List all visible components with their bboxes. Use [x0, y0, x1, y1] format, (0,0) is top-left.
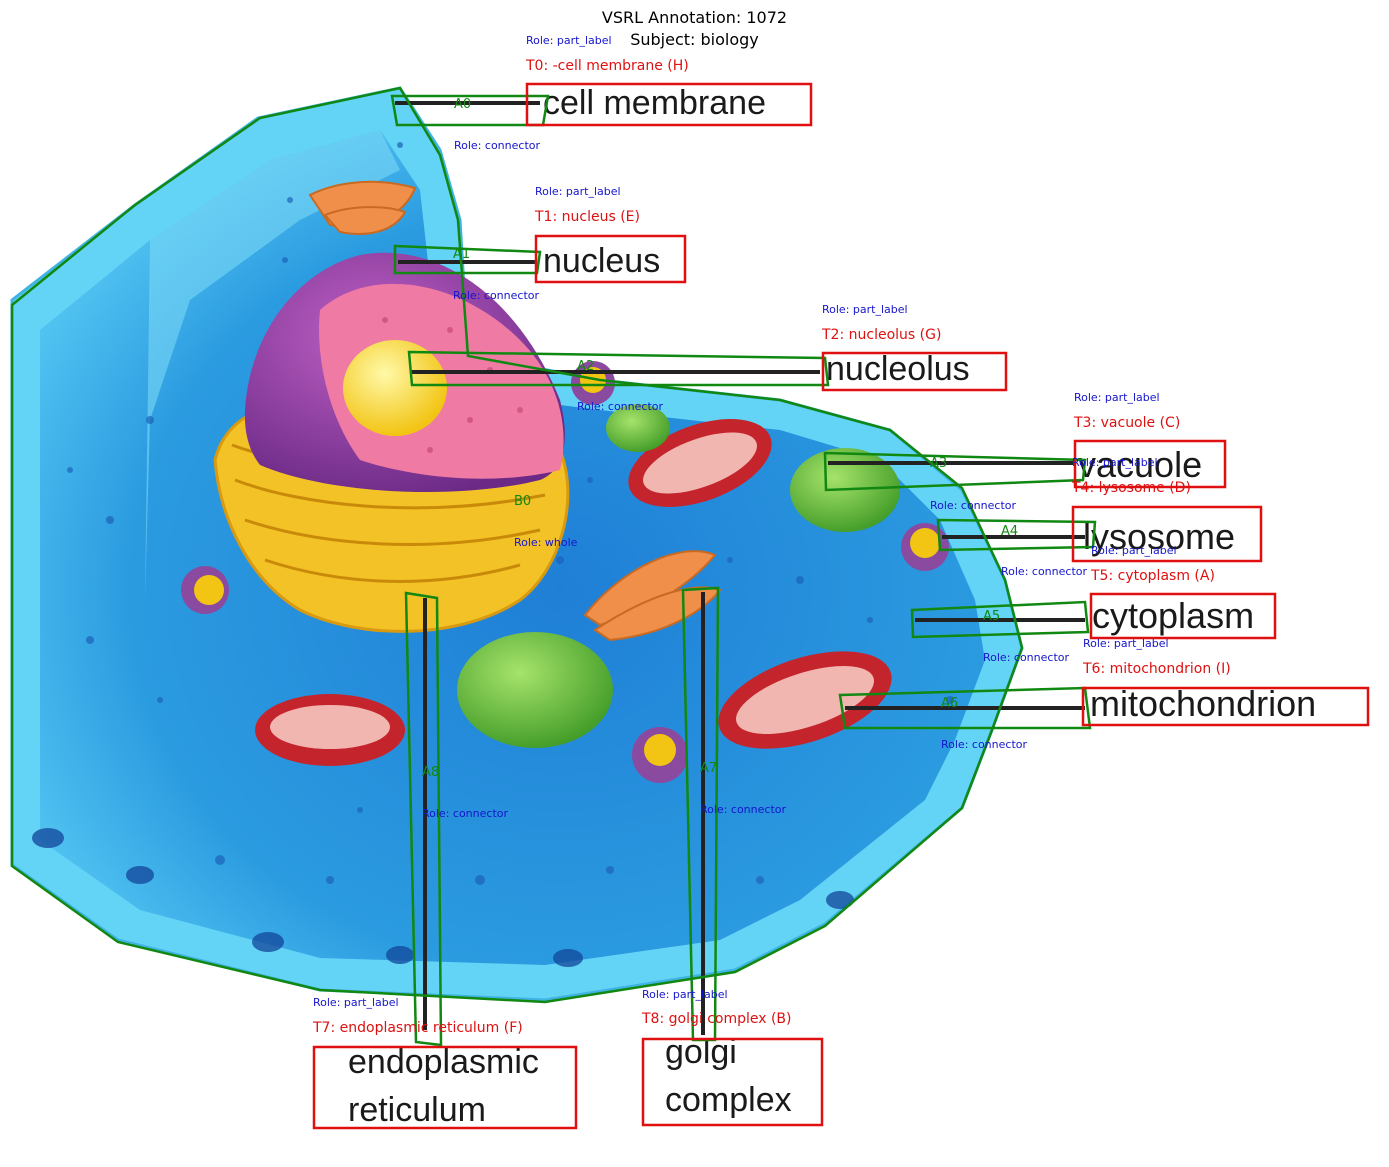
a6-role: Role: connector — [941, 738, 1027, 751]
a1-id: A1 — [453, 247, 470, 262]
img-label-er-1: endoplasmic — [348, 1043, 539, 1081]
header-subject: Subject: biology — [630, 30, 759, 49]
box-t0 — [525, 82, 813, 127]
t1-role: Role: part_label — [535, 185, 621, 198]
label-boxes — [312, 82, 1370, 1130]
img-label-cell-membrane: cell membrane — [543, 84, 766, 122]
region-a5 — [910, 600, 1090, 639]
a1-role: Role: connector — [453, 289, 539, 302]
connector-annotations: A0 Role: connector A1 Role: connector A2… — [422, 97, 1087, 820]
a7-id: A7 — [700, 761, 717, 776]
a2-role: Role: connector — [577, 400, 663, 413]
img-label-nucleolus: nucleolus — [826, 350, 970, 388]
cytoplasm-dots — [67, 142, 954, 885]
t5-label: T5: cytoplasm (A) — [1090, 568, 1215, 584]
region-b0-whole — [10, 86, 1024, 1004]
cell-illustration: cell membrane nucleus nucleolus vacuole … — [10, 84, 1316, 1129]
box-t2 — [821, 351, 1008, 392]
a0-role: Role: connector — [454, 139, 540, 152]
t3-role: Role: part_label — [1074, 391, 1160, 404]
b0-role: Role: whole — [514, 536, 578, 549]
t4-label: T4: lysosome (D) — [1071, 480, 1191, 496]
img-label-nucleus: nucleus — [543, 242, 660, 280]
t0-role: Role: part_label — [526, 34, 612, 47]
header-title: VSRL Annotation: 1072 — [601, 8, 788, 27]
box-t3 — [1073, 439, 1227, 489]
a4-role: Role: connector — [1001, 565, 1087, 578]
leader-lines — [395, 101, 1085, 1035]
label-annotations: Role: part_label T0: -cell membrane (H) … — [312, 34, 1231, 1036]
golgi-shapes — [308, 180, 722, 642]
region-a8 — [404, 591, 443, 1047]
a3-role: Role: connector — [930, 499, 1016, 512]
vacuole-shapes — [457, 404, 900, 748]
box-t8 — [641, 1037, 824, 1127]
box-t1 — [534, 234, 687, 284]
t0-label: T0: -cell membrane (H) — [525, 58, 689, 74]
t4-role: Role: part_label — [1072, 456, 1158, 469]
box-t4 — [1071, 505, 1263, 563]
a5-id: A5 — [983, 609, 1000, 624]
img-label-mitochondrion: mitochondrion — [1090, 683, 1316, 724]
a8-id: A8 — [422, 765, 439, 780]
nucleolus-shape — [343, 340, 447, 436]
cytoplasm-dark-ovals — [32, 828, 854, 967]
t7-label: T7: endoplasmic reticulum (F) — [312, 1020, 523, 1036]
a8-role: Role: connector — [422, 807, 508, 820]
box-t5 — [1089, 592, 1277, 640]
image-text-labels: cell membrane nucleus nucleolus vacuole … — [348, 84, 1316, 1129]
a0-id: A0 — [454, 97, 471, 112]
img-label-cytoplasm: cytoplasm — [1092, 595, 1254, 636]
t6-role: Role: part_label — [1083, 637, 1169, 650]
a7-role: Role: connector — [700, 803, 786, 816]
box-t6 — [1081, 686, 1370, 727]
t8-label: T8: golgi complex (B) — [641, 1011, 792, 1027]
t2-label: T2: nucleolus (G) — [821, 327, 941, 343]
region-a2 — [407, 350, 830, 387]
region-a6 — [838, 686, 1092, 730]
img-label-er-2: reticulum — [348, 1091, 486, 1129]
region-a3 — [823, 451, 1087, 492]
t3-label: T3: vacuole (C) — [1073, 415, 1180, 431]
b0-id: B0 — [514, 494, 531, 509]
t7-role: Role: part_label — [313, 996, 399, 1009]
t8-role: Role: part_label — [642, 988, 728, 1001]
t5-role: Role: part_label — [1091, 544, 1177, 557]
img-label-golgi-2: complex — [665, 1081, 792, 1119]
img-label-lysosome: lysosome — [1083, 516, 1235, 557]
a3-id: A3 — [930, 456, 947, 471]
a4-id: A4 — [1001, 524, 1018, 539]
membrane-fold — [145, 130, 400, 600]
a5-role: Role: connector — [983, 651, 1069, 664]
img-label-vacuole: vacuole — [1078, 444, 1202, 485]
t6-label: T6: mitochondrion (I) — [1082, 661, 1231, 677]
t2-role: Role: part_label — [822, 303, 908, 316]
t1-label: T1: nucleus (E) — [534, 209, 640, 225]
box-t7 — [312, 1045, 578, 1130]
a6-id: A6 — [941, 696, 958, 711]
a2-id: A2 — [577, 359, 594, 374]
region-a4 — [936, 518, 1097, 552]
